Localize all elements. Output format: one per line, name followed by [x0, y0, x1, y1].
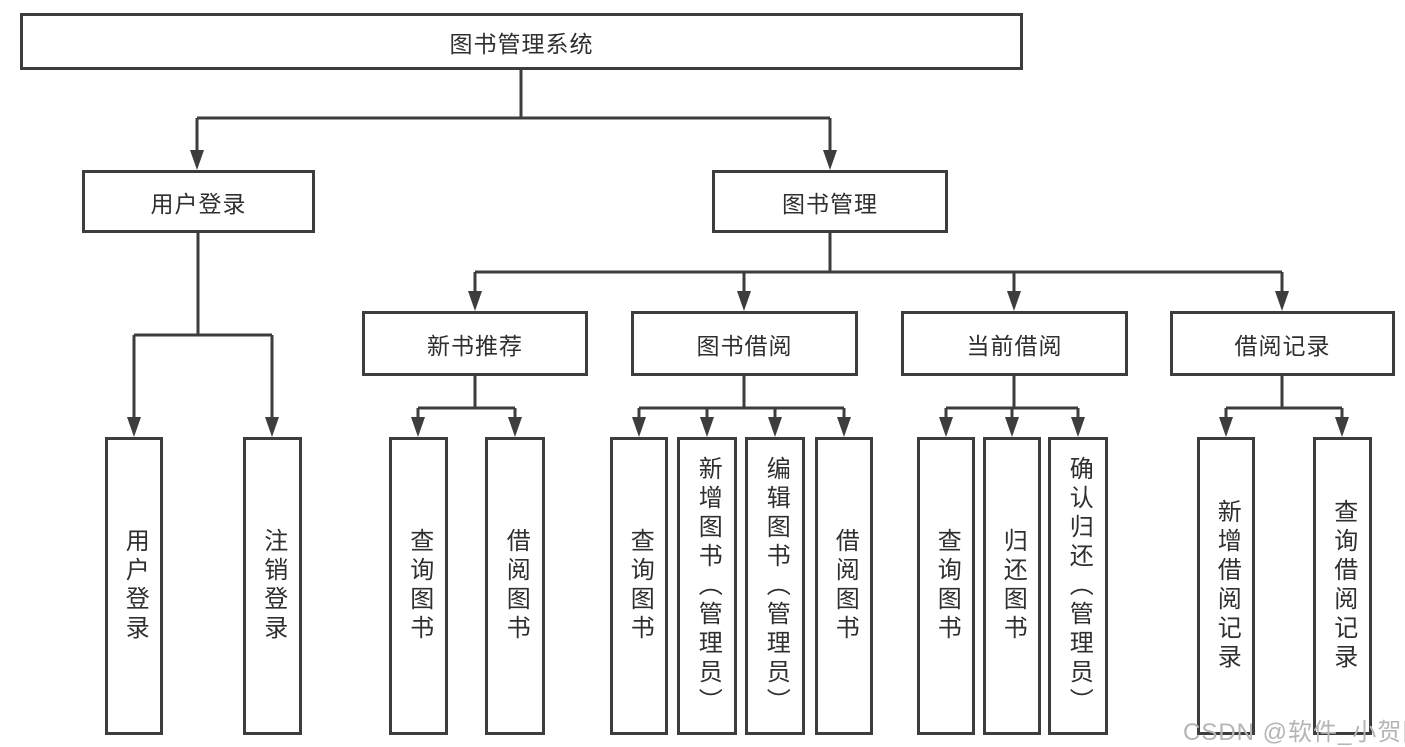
- arrowhead: [190, 150, 204, 170]
- leaf-edit-book-admin: 编辑图书（管理员）: [745, 437, 805, 735]
- arrowhead: [265, 417, 279, 437]
- leaf-query-books-recommend-label: 查询图书: [405, 528, 433, 644]
- leaf-add-borrow-record: 新增借阅记录: [1197, 437, 1255, 735]
- arrowhead: [1335, 417, 1349, 437]
- arrowhead: [823, 150, 837, 170]
- node-user-login: 用户登录: [82, 170, 315, 233]
- leaf-logout: 注销登录: [243, 437, 302, 735]
- arrowhead: [1007, 291, 1021, 311]
- arrowhead: [1005, 417, 1019, 437]
- arrowheads: [127, 150, 1349, 437]
- node-new-book-recommend: 新书推荐: [362, 311, 588, 376]
- node-book-borrow: 图书借阅: [631, 311, 858, 376]
- node-borrow-records: 借阅记录: [1170, 311, 1395, 376]
- leaf-query-books-borrow: 查询图书: [610, 437, 668, 735]
- arrowhead: [700, 417, 714, 437]
- leaf-query-books-current-label: 查询图书: [933, 528, 961, 644]
- node-current-borrow: 当前借阅: [901, 311, 1128, 376]
- leaf-logout-label: 注销登录: [259, 528, 287, 644]
- node-user-login-label: 用户登录: [150, 190, 247, 217]
- arrowhead: [737, 291, 751, 311]
- leaf-query-borrow-record: 查询借阅记录: [1313, 437, 1372, 735]
- node-new-book-recommend-label: 新书推荐: [427, 332, 523, 359]
- leaf-confirm-return-admin: 确认归还（管理员）: [1048, 437, 1108, 735]
- node-book-management: 图书管理: [712, 170, 948, 233]
- node-root: 图书管理系统: [20, 13, 1023, 70]
- node-borrow-records-label: 借阅记录: [1234, 332, 1331, 359]
- leaf-return-books-label: 归还图书: [999, 528, 1027, 644]
- leaf-borrow-books: 借阅图书: [815, 437, 873, 735]
- node-root-label: 图书管理系统: [449, 30, 594, 57]
- arrowhead: [632, 417, 646, 437]
- leaf-borrow-books-recommend-label: 借阅图书: [502, 528, 530, 644]
- leaf-user-login: 用户登录: [105, 437, 163, 735]
- leaf-user-login-label: 用户登录: [121, 528, 149, 644]
- leaf-return-books: 归还图书: [983, 437, 1041, 735]
- node-current-borrow-label: 当前借阅: [966, 332, 1063, 359]
- arrowhead: [768, 417, 782, 437]
- leaf-query-books-recommend: 查询图书: [389, 437, 448, 735]
- leaf-add-book-admin: 新增图书（管理员）: [677, 437, 737, 735]
- leaf-add-book-admin-label: 新增图书（管理员）: [694, 455, 722, 717]
- node-book-borrow-label: 图书借阅: [696, 332, 793, 359]
- leaf-query-books-current: 查询图书: [917, 437, 975, 735]
- csdn-watermark: CSDN @软件_小贺同学: [1183, 719, 1405, 746]
- leaf-query-borrow-record-label: 查询借阅记录: [1329, 499, 1357, 673]
- leaf-query-books-borrow-label: 查询图书: [626, 528, 654, 644]
- node-book-management-label: 图书管理: [782, 190, 878, 217]
- leaf-borrow-books-label: 借阅图书: [831, 528, 859, 644]
- arrowhead: [939, 417, 953, 437]
- arrowhead: [837, 417, 851, 437]
- arrowhead: [508, 417, 522, 437]
- arrowhead: [1275, 291, 1289, 311]
- connector-lines: [132, 70, 1344, 418]
- arrowhead: [127, 417, 141, 437]
- leaf-confirm-return-admin-label: 确认归还（管理员）: [1065, 455, 1093, 717]
- arrowhead: [411, 417, 425, 437]
- arrowhead: [468, 291, 482, 311]
- leaf-edit-book-admin-label: 编辑图书（管理员）: [762, 455, 790, 717]
- arrowhead: [1071, 417, 1085, 437]
- leaf-add-borrow-record-label: 新增借阅记录: [1213, 499, 1241, 673]
- leaf-borrow-books-recommend: 借阅图书: [485, 437, 545, 735]
- arrowhead: [1219, 417, 1233, 437]
